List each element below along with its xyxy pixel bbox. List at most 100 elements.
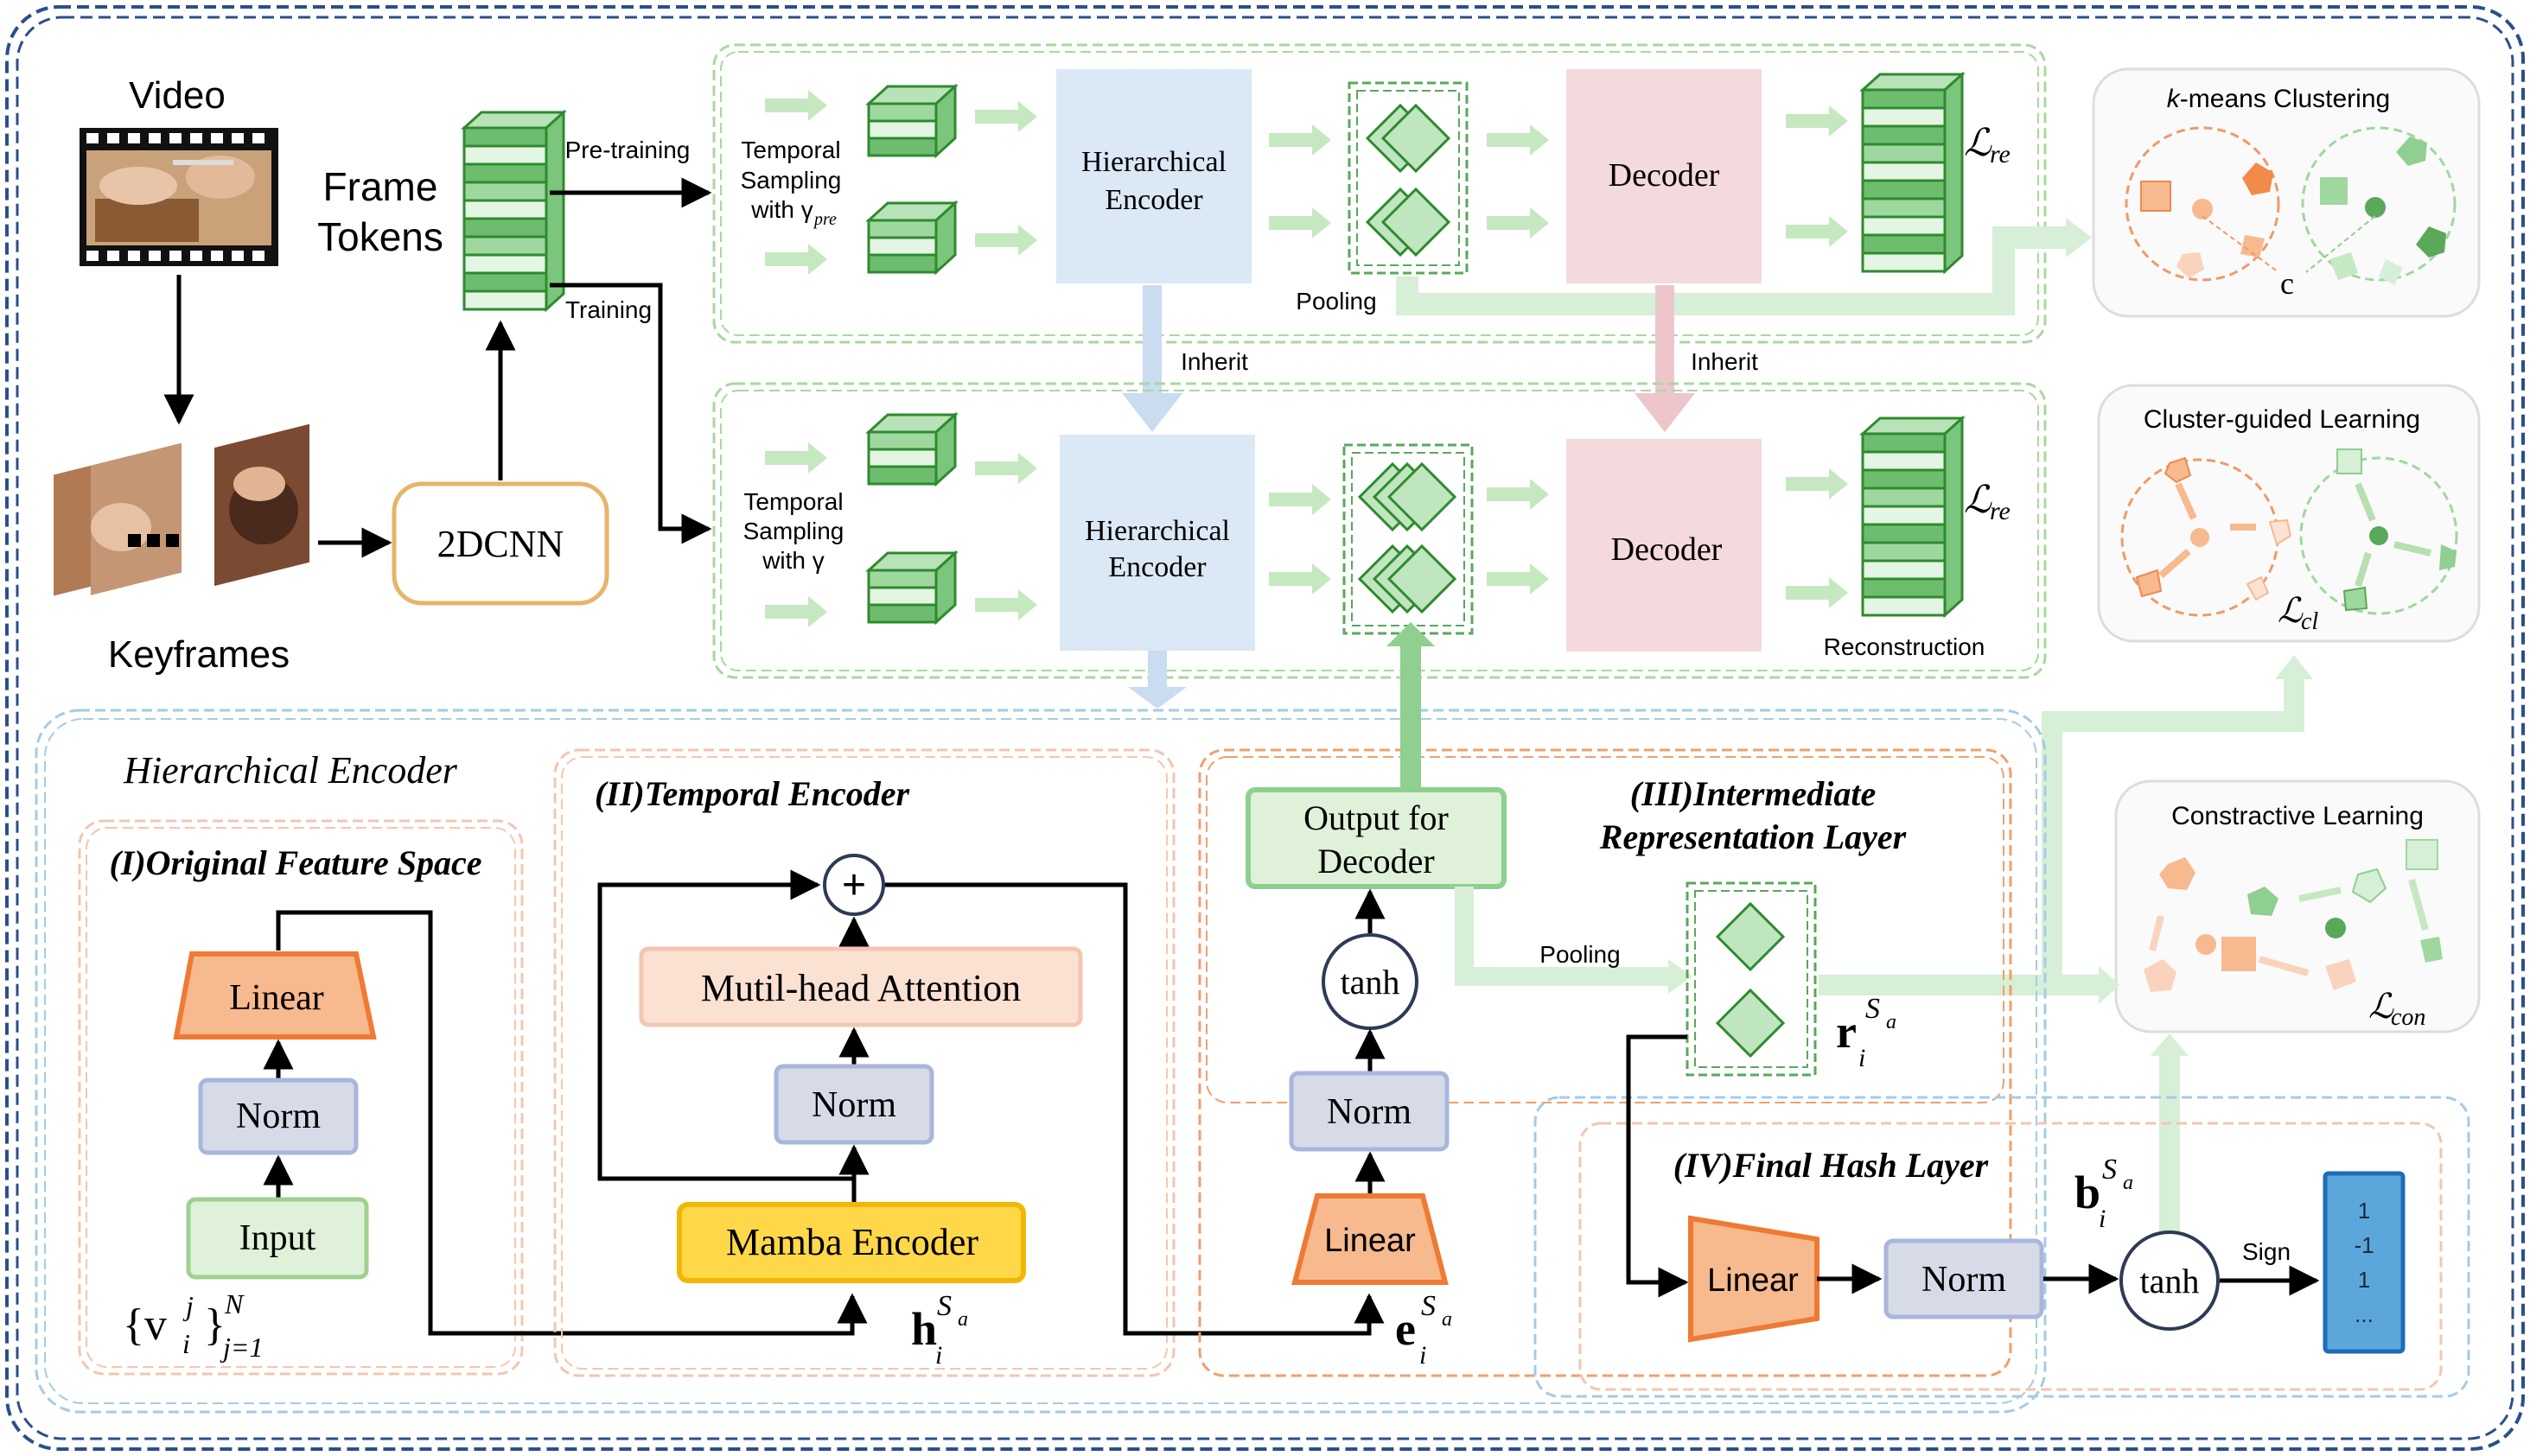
- h-math-sup: S: [937, 1290, 952, 1322]
- intermediate-pooling-box: [1686, 881, 1817, 1077]
- train-sampling-line3: with γ: [762, 547, 825, 574]
- pre-encoder-line2: Encoder: [1105, 184, 1203, 216]
- output-line1: Output for: [1303, 798, 1449, 837]
- norm-block-1: [198, 1078, 359, 1155]
- cluster-guided-panel: [2097, 384, 2481, 643]
- section-intermediate: [1198, 748, 2012, 1377]
- tanh-label-1: tanh: [1341, 963, 1400, 1001]
- r-math-sup-a: a: [1886, 1011, 1896, 1033]
- attention-label: Mutil-head Attention: [701, 967, 1021, 1009]
- reconstruction-label: Reconstruction: [1824, 633, 1985, 660]
- e-math-sup-a: a: [1442, 1308, 1452, 1331]
- tanh-node-2: [2119, 1230, 2220, 1331]
- output-for-decoder-block: [1246, 787, 1507, 889]
- contrastive-panel: [2114, 779, 2481, 1033]
- cluster-guided-title: Cluster-guided Learning: [2144, 405, 2420, 434]
- r-math: r: [1836, 1006, 1857, 1058]
- pre-sampling-line3: with γ: [750, 196, 813, 223]
- section4-title: (IV)Final Hash Layer: [1673, 1146, 1989, 1185]
- h-math: h: [911, 1303, 937, 1355]
- mamba-encoder-block: [677, 1202, 1026, 1283]
- r-math-sub: i: [1858, 1044, 1865, 1072]
- train-sampling-line1: Temporal: [743, 488, 843, 515]
- b-math: b: [2074, 1167, 2100, 1218]
- pre-sample-stack-1: [867, 85, 957, 157]
- pre-loss-sub: re: [1990, 140, 2011, 168]
- pre-encoder-line1: Hierarchical: [1081, 146, 1227, 178]
- video-thumbnail: [80, 128, 278, 266]
- input-math-sup: j: [182, 1290, 194, 1321]
- cnn-label: 2DCNN: [437, 523, 564, 565]
- b-math-sub: i: [2099, 1205, 2106, 1233]
- input-math-close: }: [204, 1300, 226, 1350]
- cl-loss-symbol: ℒ: [2278, 591, 2304, 630]
- mamba-encoder-label: Mamba Encoder: [726, 1221, 978, 1263]
- train-decoder-label: Decoder: [1611, 531, 1723, 568]
- h-math-sub: i: [935, 1341, 942, 1370]
- residual-add-label: +: [842, 862, 866, 908]
- pretraining-panel: [712, 43, 2047, 344]
- inherit-label-1: Inherit: [1181, 348, 1248, 375]
- pooling-label-2: Pooling: [1539, 941, 1620, 968]
- norm-label-1: Norm: [236, 1097, 321, 1136]
- tanh-label-2: tanh: [2140, 1262, 2200, 1300]
- frame-token-stack: [462, 111, 565, 311]
- pre-hierarchical-encoder: [1056, 69, 1252, 283]
- section3-title-2: Representation Layer: [1599, 817, 1907, 856]
- norm-label-4: Norm: [1921, 1260, 2006, 1300]
- hierarchical-encoder-title: Hierarchical Encoder: [123, 749, 458, 792]
- e-math-sup: S: [1421, 1290, 1436, 1322]
- train-encoder-line1: Hierarchical: [1085, 515, 1230, 547]
- e-math-sub: i: [1419, 1341, 1426, 1370]
- kmeans-title: k-means Clustering: [2167, 85, 2390, 113]
- con-loss-sub: con: [2391, 1004, 2425, 1031]
- section2-title: (II)Temporal Encoder: [595, 774, 910, 813]
- linear-label-3: Linear: [1707, 1262, 1799, 1299]
- training-label: Training: [565, 296, 652, 323]
- pretraining-label: Pre-training: [565, 137, 691, 163]
- keyframes-label: Keyframes: [108, 633, 290, 676]
- keyframe-images: [54, 423, 309, 596]
- training-panel: [712, 382, 2047, 679]
- train-loss-sub: re: [1990, 497, 2011, 525]
- train-sample-stack-1: [867, 413, 957, 486]
- section1-title: (I)Original Feature Space: [109, 843, 481, 882]
- norm-block-2: [774, 1064, 934, 1145]
- tanh-node-1: [1322, 933, 1418, 1030]
- output-line2: Decoder: [1317, 842, 1434, 881]
- section-original-feature-space: [78, 819, 524, 1376]
- inherit-label-2: Inherit: [1691, 348, 1758, 375]
- r-math-sup: S: [1865, 993, 1880, 1025]
- norm-label-2: Norm: [812, 1085, 896, 1125]
- contrastive-title: Constractive Learning: [2171, 802, 2424, 830]
- norm-block-3: [1289, 1071, 1450, 1152]
- linear-block-3: [1688, 1215, 1819, 1343]
- residual-add: [823, 854, 885, 916]
- pre-reconstruction-stack: [1861, 73, 1964, 273]
- frame-tokens-label-2: Tokens: [317, 214, 443, 259]
- norm-label-3: Norm: [1327, 1092, 1412, 1132]
- linear-label-1: Linear: [229, 978, 324, 1018]
- linear-block-1: [173, 951, 377, 1040]
- pre-loss-symbol: ℒ: [1964, 122, 1992, 164]
- hash-value: 1: [2358, 1267, 2370, 1293]
- input-label: Input: [239, 1218, 316, 1258]
- train-decoder: [1566, 439, 1762, 652]
- hash-code-output: [2323, 1171, 2406, 1354]
- con-loss-symbol: ℒ: [2368, 987, 2394, 1026]
- b-math-sup: S: [2102, 1154, 2117, 1186]
- train-reconstruction-stack: [1861, 416, 1964, 617]
- hash-value: 1: [2358, 1198, 2370, 1224]
- linear-block-2: [1291, 1193, 1449, 1285]
- outer-frame: [5, 5, 2525, 1451]
- input-math: {v: [123, 1300, 167, 1350]
- e-math: e: [1395, 1303, 1416, 1355]
- sign-label: Sign: [2242, 1238, 2291, 1265]
- input-math-range-top: N: [224, 1288, 245, 1319]
- train-sample-stack-2: [867, 551, 957, 624]
- pre-sampling-line2: Sampling: [741, 167, 842, 194]
- section-final-hash: [1578, 1122, 2443, 1391]
- hash-value: -1: [2354, 1232, 2374, 1258]
- pre-sampling-line1: Temporal: [741, 137, 840, 163]
